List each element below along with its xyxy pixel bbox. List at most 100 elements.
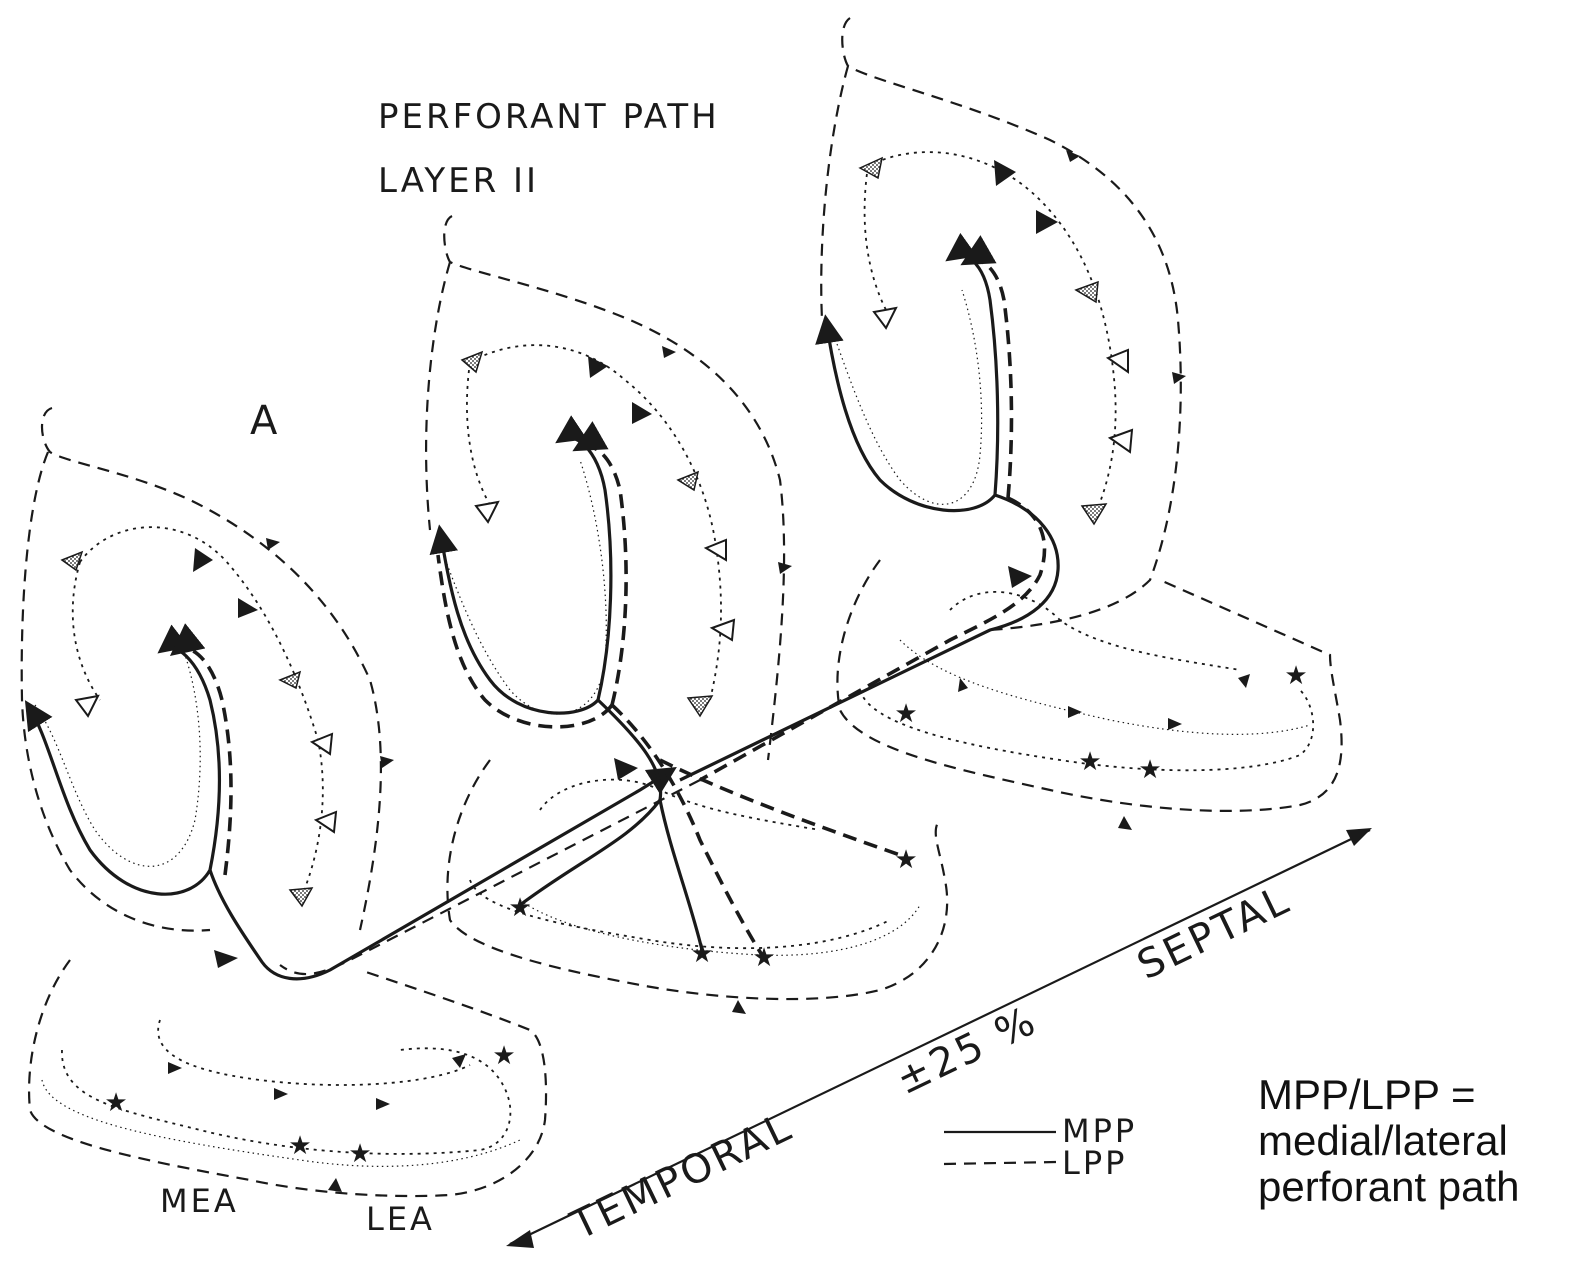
mpp-fiber-middle — [440, 530, 598, 713]
small-arrow-marker — [452, 1054, 466, 1068]
title-line-1: PERFORANT PATH — [378, 97, 720, 137]
sheet-left-inner-dotted-2 — [158, 1020, 470, 1085]
open-triangle-marker — [1108, 350, 1128, 372]
slice-left-fine-dots — [35, 655, 200, 866]
mpp-fiber-middle-down — [598, 700, 702, 950]
region-label-mea: MEA — [160, 1182, 239, 1220]
mpp-fiber-left-loop — [28, 705, 210, 894]
stippled-triangle-marker — [678, 472, 698, 490]
slice-middle-fine-dots — [440, 460, 606, 714]
filled-triangle-marker — [193, 548, 213, 572]
open-triangle-marker — [316, 812, 336, 832]
mpp-fiber-right-upper — [950, 255, 998, 495]
stippled-triangle-marker — [290, 888, 312, 906]
filled-triangle-marker — [994, 160, 1016, 186]
open-triangle-marker — [874, 308, 896, 328]
panel-label: A — [250, 398, 280, 444]
legend: MPP LPP — [944, 1112, 1137, 1182]
small-arrow-marker — [266, 538, 280, 550]
small-arrow-marker — [1068, 706, 1082, 718]
small-arrow-marker — [380, 756, 394, 768]
small-arrow-marker — [168, 1062, 182, 1074]
small-arrow-marker — [376, 1098, 390, 1110]
star-marker: ★ — [894, 845, 917, 875]
stippled-triangle-marker — [62, 552, 82, 570]
star-marker: ★ — [104, 1088, 127, 1118]
hippocampal-slice-middle — [426, 216, 900, 955]
filled-triangle-marker — [632, 402, 652, 424]
title-line-2: LAYER II — [378, 161, 539, 201]
star-marker: ★ — [690, 939, 713, 969]
filled-triangle-marker — [1008, 566, 1032, 588]
slice-middle-inner-dotted — [467, 345, 721, 700]
hippocampal-slice-left — [22, 408, 672, 979]
small-arrow-marker — [274, 1088, 288, 1100]
slice-right-fine-dots — [832, 290, 982, 504]
stippled-triangle-marker — [462, 352, 482, 372]
septotemporal-axis: TEMPORAL SEPTAL ±25 % — [506, 828, 1372, 1249]
star-marker: ★ — [752, 943, 775, 973]
small-arrow-marker — [1168, 718, 1182, 730]
legend-swatch-lpp — [944, 1162, 1056, 1164]
open-triangle-marker — [1110, 430, 1132, 452]
open-triangle-marker — [476, 502, 498, 522]
filled-triangle-marker — [214, 950, 238, 968]
sheet-right-inner-dotted-2 — [950, 592, 1240, 670]
slice-left-outline — [22, 408, 381, 931]
small-arrow-marker — [1066, 150, 1080, 162]
filled-triangle-marker — [1036, 210, 1058, 234]
small-arrow-marker — [732, 1000, 746, 1014]
filled-triangle-marker — [614, 758, 638, 780]
small-arrow-marker — [958, 678, 968, 692]
stippled-triangle-marker — [860, 158, 882, 178]
slice-middle-markers — [462, 352, 734, 780]
slice-right-outline — [821, 18, 1181, 630]
caption-line-2: medial/lateral — [1258, 1118, 1578, 1164]
entorhinal-sheet-middle — [447, 760, 947, 1014]
small-arrow-marker — [1118, 816, 1132, 830]
caption-line-1: MPP/LPP = — [1258, 1072, 1578, 1118]
small-arrow-marker — [328, 1178, 342, 1192]
caption-line-3: perforant path — [1258, 1164, 1578, 1210]
mpp-fiber-left — [210, 770, 672, 979]
small-arrow-marker — [1238, 674, 1250, 688]
legend-label-lpp: LPP — [1062, 1144, 1127, 1182]
lpp-fiber-middle-cross — [660, 760, 900, 855]
stippled-triangle-marker — [688, 696, 712, 716]
outline-arrowheads — [266, 150, 1186, 768]
axis-label-temporal: TEMPORAL — [563, 1104, 800, 1250]
mpp-fiber-left-upper — [162, 647, 219, 870]
star-marker: ★ — [492, 1041, 515, 1071]
mpp-fiber-middle-branch — [520, 800, 660, 905]
star-marker: ★ — [288, 1131, 311, 1161]
sheet-middle-inner-dotted — [470, 880, 890, 948]
slice-left-markers — [62, 548, 336, 968]
axis-arrowhead-septal — [1346, 828, 1372, 846]
star-marker: ★ — [894, 699, 917, 729]
open-triangle-marker — [706, 540, 726, 560]
star-marker: ★ — [1284, 661, 1307, 691]
axis-arrowhead-temporal — [506, 1230, 534, 1248]
star-marker: ★ — [1138, 755, 1161, 785]
slice-left-inner-dotted — [73, 527, 323, 900]
lpp-fiber-middle — [578, 446, 626, 705]
filled-triangle-marker — [588, 356, 608, 378]
mpp-fiber-right — [680, 495, 1058, 780]
mpp-fiber-right-loop — [826, 320, 995, 511]
caption: MPP/LPP = medial/lateral perforant path — [1258, 1072, 1578, 1210]
open-triangle-marker — [76, 696, 98, 716]
small-arrow-marker — [1172, 372, 1186, 384]
lpp-fiber-middle-down — [612, 705, 762, 955]
star-marker: ★ — [1078, 747, 1101, 777]
star-marker: ★ — [508, 893, 531, 923]
lpp-fiber-middle-loop — [438, 555, 612, 727]
star-marker: ★ — [348, 1139, 371, 1169]
open-triangle-marker — [712, 620, 734, 640]
filled-triangle-marker — [238, 598, 258, 618]
sheet-left-inner-dotted — [62, 1048, 510, 1154]
entorhinal-sheet-right — [837, 560, 1341, 830]
stippled-triangle-marker — [1076, 282, 1098, 302]
axis-label-percent: ±25 % — [889, 997, 1044, 1104]
stippled-triangle-marker — [280, 672, 300, 688]
small-arrow-marker — [662, 346, 676, 358]
